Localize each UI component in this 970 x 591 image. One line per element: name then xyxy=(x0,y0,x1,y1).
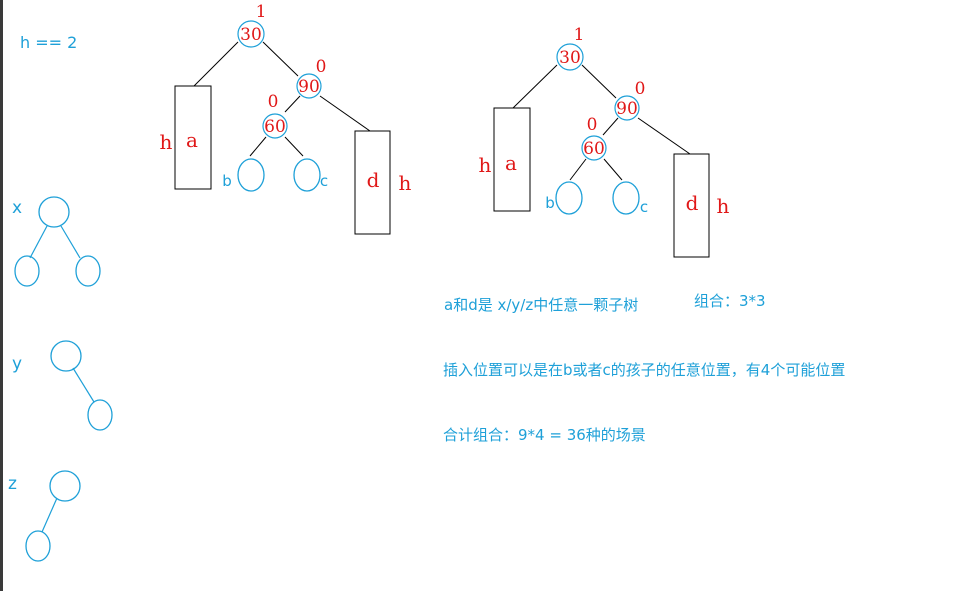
note-combination-subtrees: a和d是 x/y/z中任意一颗子树 xyxy=(444,296,639,314)
tree-left-inner-value: 60 xyxy=(264,117,286,137)
shape-x: x xyxy=(12,196,101,287)
shape-y-right-node xyxy=(87,399,113,431)
tree-left-leaf-b: b xyxy=(222,172,232,190)
tree-left-right-balance: 0 xyxy=(316,57,327,77)
window-edge xyxy=(0,0,3,591)
tree-right-subtree-a: a xyxy=(505,151,517,175)
tree-right: 30 1 90 0 60 0 a h d h b c xyxy=(479,25,730,258)
tree-left-edge-60-c xyxy=(284,136,304,157)
tree-left-root-value: 30 xyxy=(240,25,262,45)
note-total-combinations: 合计组合：9*4 = 36种的场景 xyxy=(443,426,646,444)
tree-right-inner-value: 60 xyxy=(583,139,605,159)
tree-left-subtree-a-box xyxy=(174,85,212,190)
shape-z-edge xyxy=(41,497,58,533)
tree-right-leaf-c-node xyxy=(612,181,640,215)
tree-right-node-90 xyxy=(614,95,640,121)
tree-right-root-value: 30 xyxy=(559,48,581,68)
shape-x-root-node xyxy=(38,196,70,228)
tree-left-height-d: h xyxy=(399,171,412,195)
tree-right-edge-60-b xyxy=(569,158,587,181)
tree-left-edge-60-b xyxy=(249,136,267,157)
tree-left-subtree-a: a xyxy=(186,128,198,152)
note-combination-count: 组合：3*3 xyxy=(694,292,766,310)
tree-right-right-value: 90 xyxy=(616,99,638,119)
tree-left-node-60 xyxy=(262,113,288,139)
tree-right-height-a: h xyxy=(479,153,492,177)
tree-left-edge-90-60 xyxy=(284,95,301,113)
shape-y-label: y xyxy=(12,354,22,374)
tree-left-height-a: h xyxy=(160,130,173,154)
shape-x-left-edge xyxy=(29,225,48,259)
shape-z-root-node xyxy=(49,470,81,502)
tree-right-root-balance: 1 xyxy=(574,25,585,45)
tree-left-edge-90-d xyxy=(319,95,371,132)
tree-right-node-30 xyxy=(556,43,584,71)
note-insert-positions: 插入位置可以是在b或者c的孩子的任意位置，有4个可能位置 xyxy=(443,361,846,379)
shape-y-root-node xyxy=(50,340,82,372)
tree-right-height-d: h xyxy=(717,194,730,218)
shape-x-label: x xyxy=(12,198,22,218)
tree-right-edge-root-90 xyxy=(581,64,617,99)
tree-left-inner-balance: 0 xyxy=(268,92,279,112)
tree-left: 30 1 90 0 60 0 a h d h b c xyxy=(160,2,412,235)
shape-x-left-node xyxy=(14,255,40,287)
tree-right-edge-90-60 xyxy=(602,117,619,136)
tree-left-node-90 xyxy=(296,73,322,99)
tree-left-edge-root-90 xyxy=(262,41,299,77)
tree-left-leaf-c-node xyxy=(293,158,321,192)
tree-right-edge-root-a xyxy=(512,64,558,109)
height-label: h == 2 xyxy=(20,33,77,52)
tree-left-node-30 xyxy=(237,20,265,48)
tree-right-leaf-b-node xyxy=(555,181,583,215)
tree-right-edge-90-d xyxy=(637,117,691,155)
shape-z-left-node xyxy=(25,530,51,562)
shape-z-label: z xyxy=(8,474,17,494)
tree-left-edge-root-a xyxy=(193,41,239,87)
tree-right-subtree-a-box xyxy=(493,107,531,212)
tree-right-subtree-d: d xyxy=(686,191,699,215)
shape-x-right-node xyxy=(75,255,101,287)
tree-left-leaf-b-node xyxy=(237,158,265,192)
tree-left-root-balance: 1 xyxy=(256,2,267,22)
tree-right-right-balance: 0 xyxy=(635,79,646,99)
shape-y: y xyxy=(12,340,113,431)
tree-left-subtree-d: d xyxy=(367,168,380,192)
tree-right-leaf-c: c xyxy=(640,198,648,216)
tree-right-edge-60-c xyxy=(603,158,623,181)
tree-right-inner-balance: 0 xyxy=(587,115,598,135)
tree-left-right-value: 90 xyxy=(298,77,320,97)
tree-right-node-60 xyxy=(581,135,607,161)
tree-right-leaf-b: b xyxy=(545,194,555,212)
tree-left-subtree-d-box xyxy=(354,130,391,235)
shape-z: z xyxy=(8,470,81,562)
shape-x-right-edge xyxy=(60,225,81,259)
shape-y-edge xyxy=(72,367,95,403)
tree-right-subtree-d-box xyxy=(673,153,710,258)
tree-left-leaf-c: c xyxy=(320,172,328,190)
